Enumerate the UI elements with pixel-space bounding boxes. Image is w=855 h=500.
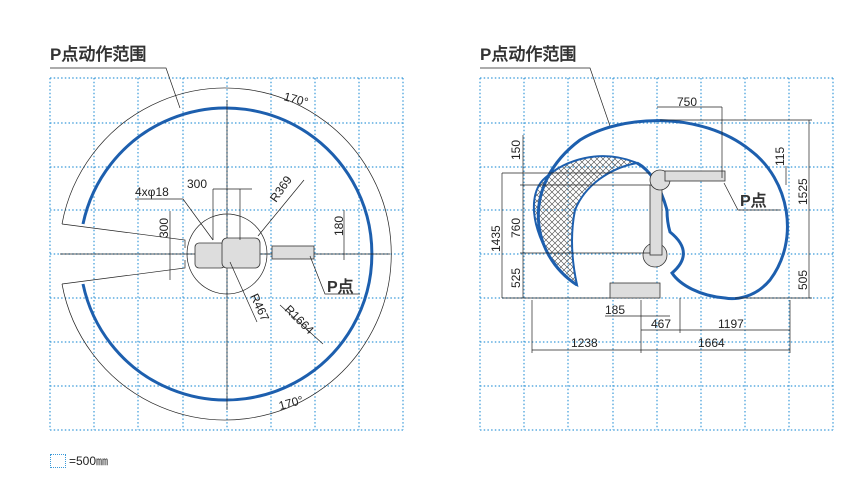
dim-115: 115: [773, 147, 787, 166]
dim-1664: 1664: [698, 336, 725, 350]
dim-180: 180: [332, 216, 346, 236]
dim-750: 750: [677, 95, 697, 109]
robot-lower-arm: [649, 184, 663, 256]
p-point-range-outline: [536, 119, 789, 301]
hole-label: 4xφ18: [135, 185, 169, 199]
scale-legend: =500㎜: [50, 452, 108, 469]
robot-body: [221, 237, 261, 269]
dim-525: 525: [509, 268, 523, 288]
scale-label: =500㎜: [69, 454, 109, 468]
dim-r369: R369: [267, 173, 295, 205]
dim-300-h: 300: [187, 177, 207, 191]
top-view: P点动作范围 300 4xφ18 300 R369 R467 R1664 180…: [50, 44, 392, 421]
angle-top: 170°: [282, 89, 310, 109]
limit-line-bottom: [61, 260, 186, 285]
top-view-title: P点动作范围: [50, 44, 146, 64]
dim-505: 505: [796, 270, 810, 290]
dim-760: 760: [509, 218, 523, 238]
side-view: P点动作范围 750 115 1525 505 P点 150 1435 760 …: [480, 44, 812, 353]
p-point-label: P点: [327, 277, 354, 296]
robot-arm: [271, 245, 315, 260]
angle-bottom: 170°: [277, 393, 305, 413]
angle-limit-arc: [61, 87, 392, 421]
dim-1435: 1435: [489, 225, 503, 252]
dim-1238: 1238: [571, 336, 598, 350]
dim-r1664: R1664: [282, 302, 317, 337]
dim-467: 467: [651, 317, 671, 331]
side-view-title: P点动作范围: [480, 44, 576, 64]
dim-r467: R467: [247, 291, 272, 323]
p-point-label-side: P点: [740, 191, 767, 210]
dim-1525: 1525: [796, 178, 810, 205]
dim-150: 150: [509, 140, 523, 160]
limit-line-top: [61, 223, 186, 248]
title-leader-side: [480, 67, 611, 127]
robot-upper-arm: [664, 170, 726, 182]
robot-base: [194, 242, 226, 269]
grid-cell-swatch: [50, 453, 66, 468]
dim-185: 185: [605, 303, 625, 317]
dim-300-v: 300: [157, 218, 171, 238]
title-leader: [50, 67, 181, 109]
side-view-grid: [479, 77, 834, 431]
robot-base-side: [609, 282, 661, 299]
dim-1197: 1197: [718, 317, 744, 331]
